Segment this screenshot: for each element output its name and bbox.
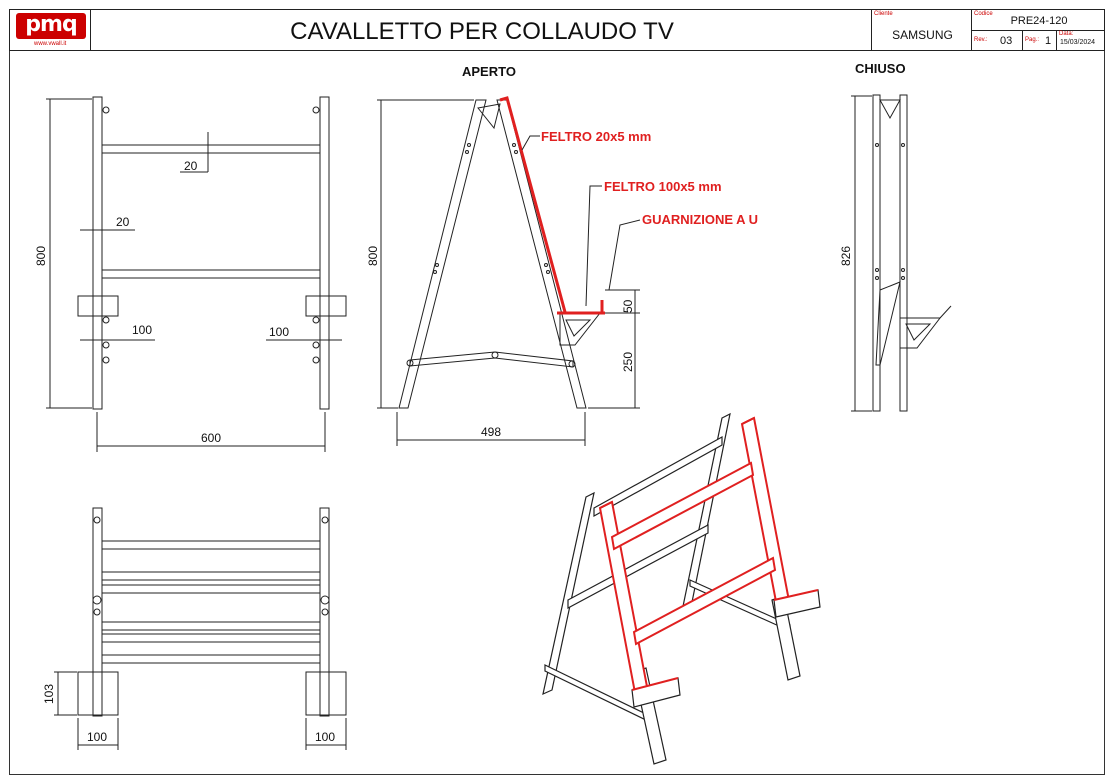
felt-20x5	[499, 96, 567, 313]
dim-front-height: 800	[34, 246, 48, 266]
rev-label: Rev.:	[974, 37, 988, 43]
front-right-foot	[305, 295, 347, 317]
bottom-right-foot	[305, 671, 347, 716]
front-right-upright	[319, 96, 330, 410]
bottom-view	[54, 507, 347, 750]
label-feltro-20: FELTRO 20x5 mm	[541, 129, 651, 144]
dim-side-width: 498	[481, 425, 501, 439]
front-mid-bar	[101, 269, 321, 279]
bolt	[102, 316, 110, 324]
label-guarnizione: GUARNIZIONE A U	[642, 212, 758, 227]
front-left-foot	[77, 295, 119, 317]
closed-bracket-hole	[905, 323, 932, 341]
dim-front-bar: 20	[184, 159, 198, 173]
leader-feltro-100	[585, 185, 602, 307]
dim-bottom-foot-left: 100	[87, 730, 107, 744]
front-top-bar	[101, 144, 321, 154]
top-joint	[477, 103, 501, 130]
date-cell: Data: 15/03/2024	[1056, 30, 1105, 51]
bracket-hole	[565, 319, 592, 337]
dim-side-height: 800	[366, 246, 380, 266]
cliente-label: Cliente	[874, 11, 893, 17]
side-view-open	[377, 96, 641, 446]
dim-side-250: 250	[621, 352, 635, 372]
closed-leg-1	[872, 94, 881, 412]
red-annotations: FELTRO 20x5 mm FELTRO 100x5 mm GUARNIZIO…	[541, 129, 758, 227]
bottom-left-upright	[92, 507, 103, 717]
dim-closed-height: 826	[839, 246, 853, 266]
drawing-title: CAVALLETTO PER COLLAUDO TV	[290, 18, 674, 45]
bolt	[102, 106, 110, 114]
logo-url: www.vwall.it	[34, 41, 67, 47]
pag-label: Pag.:	[1025, 37, 1040, 43]
rev-cell: Rev.: 03	[971, 30, 1023, 51]
dim-side-50: 50	[621, 299, 635, 313]
bolt	[102, 356, 110, 364]
label-aperto: APERTO	[462, 64, 516, 79]
dim-front-foot-right: 100	[269, 325, 289, 339]
closed-leg-2	[899, 94, 908, 412]
side-brace	[409, 351, 574, 368]
label-chiuso: CHIUSO	[855, 61, 906, 76]
dim-front-foot-left: 100	[132, 323, 152, 337]
isometric-view	[542, 412, 821, 765]
date-label: Data:	[1059, 31, 1074, 37]
codice-value: PRE24-120	[1010, 15, 1068, 27]
bottom-dims: 103 100 100	[42, 684, 335, 744]
cliente-value: SAMSUNG	[892, 28, 953, 42]
rev-value: 03	[1000, 35, 1013, 47]
bottom-right-upright	[319, 507, 330, 717]
side-left-leg	[398, 99, 487, 409]
date-value: 15/03/2024	[1060, 39, 1096, 46]
codice-cell: Codice PRE24-120	[971, 9, 1105, 31]
leader-guarnizione	[608, 219, 641, 291]
title-cell: CAVALLETTO PER COLLAUDO TV	[90, 9, 872, 51]
front-dims: 800 20 20 100 100 600	[34, 159, 289, 445]
bolt	[102, 341, 110, 349]
closed-bracket	[899, 317, 942, 349]
side-dims: 800 498 50 250	[366, 246, 635, 439]
bolt	[312, 316, 320, 324]
dim-front-width: 600	[201, 431, 221, 445]
bolt	[312, 106, 320, 114]
dim-bottom-103: 103	[42, 684, 56, 704]
closed-view	[851, 94, 952, 412]
bolt	[312, 356, 320, 364]
closed-joint	[879, 99, 901, 120]
bolt	[312, 341, 320, 349]
view-labels: APERTO CHIUSO	[462, 61, 906, 79]
label-feltro-100: FELTRO 100x5 mm	[604, 179, 722, 194]
dim-bottom-foot-right: 100	[315, 730, 335, 744]
dim-front-upright: 20	[116, 215, 130, 229]
front-left-upright	[92, 96, 103, 410]
codice-label: Codice	[974, 11, 993, 17]
pag-value: 1	[1045, 35, 1052, 47]
logo-cell: pmq www.vwall.it	[9, 9, 91, 51]
logo: pmq	[16, 13, 86, 39]
front-view	[46, 96, 347, 452]
closed-brace	[875, 281, 901, 366]
leader-feltro-20	[521, 135, 540, 151]
bottom-left-foot	[77, 671, 119, 716]
